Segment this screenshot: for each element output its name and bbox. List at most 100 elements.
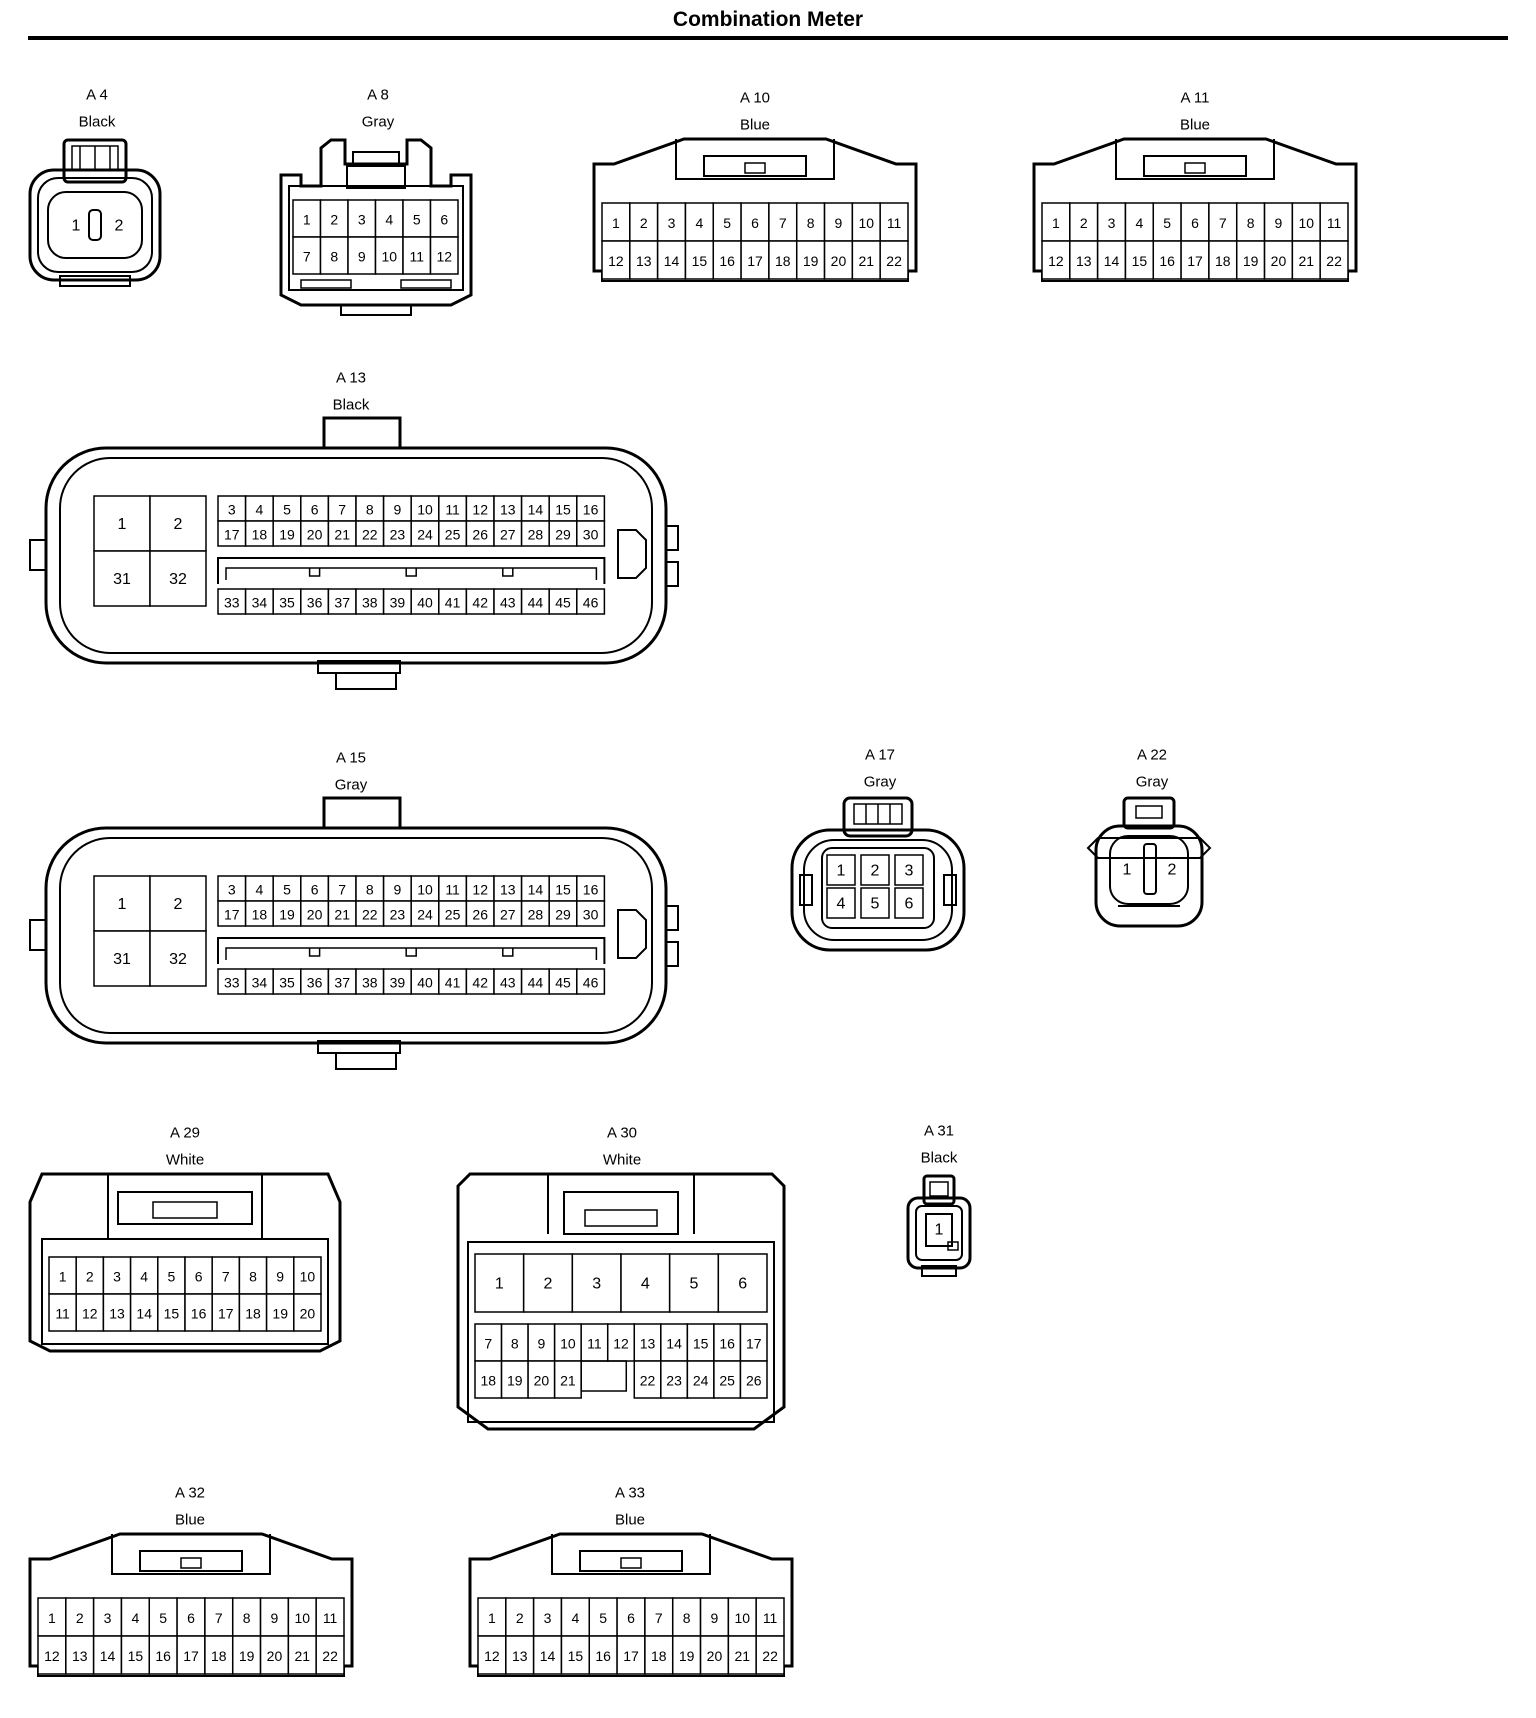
pin-box: [75, 1256, 105, 1295]
pin-label: 7: [338, 502, 346, 518]
pin-cell: 17: [217, 900, 247, 927]
pin-label: 7: [484, 1336, 492, 1352]
outline: [322, 416, 402, 450]
pin-label: 21: [334, 907, 350, 923]
pin-label: 26: [472, 907, 488, 923]
outline: [665, 905, 679, 931]
pin-cell: 22: [315, 1635, 345, 1675]
pin-label: 11: [323, 1610, 338, 1626]
pin-label: 7: [222, 1269, 230, 1285]
pin-label: 6: [905, 896, 914, 913]
outline: [617, 909, 647, 959]
pin-label: 43: [500, 595, 516, 611]
outline: [225, 947, 598, 960]
pin-cell: 16: [712, 240, 742, 280]
pin-cell: 8: [1235, 202, 1266, 242]
pin-cell: 38: [355, 588, 385, 615]
pin-cell: 9: [382, 495, 412, 522]
pin-cell: 10: [727, 1597, 757, 1637]
pin-box: [493, 900, 523, 927]
pin-label: 30: [583, 907, 599, 923]
outline: [180, 1557, 202, 1569]
pin-label: 9: [711, 1610, 719, 1626]
pin-cell: 11: [879, 202, 909, 242]
pin-cell: 14: [520, 495, 550, 522]
pin-label: 42: [472, 595, 488, 611]
pin-label: 30: [583, 527, 599, 543]
pin-label: 31: [113, 571, 131, 588]
pin-box: [713, 1360, 742, 1399]
pin-cell: 43: [493, 968, 523, 995]
pin-cell: 12: [37, 1635, 67, 1675]
connector-color: Blue: [1180, 117, 1210, 134]
pin-cell: 8: [238, 1256, 268, 1295]
pin-cell: 10: [287, 1597, 317, 1637]
pin-label: 18: [252, 907, 268, 923]
pin-label: 2: [1168, 862, 1177, 879]
pin-cell: 6: [717, 1253, 768, 1313]
pin-label: 12: [608, 253, 624, 269]
pin-box: [493, 588, 523, 615]
pin-cell: 8: [319, 236, 349, 275]
pin-cell: 33: [217, 588, 247, 615]
pin-box: [292, 199, 322, 238]
pin-cell: 26: [739, 1360, 768, 1399]
pin-cell: 16: [576, 495, 606, 522]
pin-box: [522, 1253, 574, 1313]
pin-label: 4: [1135, 215, 1143, 231]
pin-cell: 16: [588, 1635, 618, 1675]
pin-cell: 12: [606, 1323, 636, 1362]
pin-cell: 14: [1096, 240, 1127, 280]
pin-cell: 2: [65, 1597, 95, 1637]
pin-cell: 20: [259, 1635, 290, 1675]
pin-label: 6: [195, 1269, 203, 1285]
pin-cell: 21: [287, 1635, 317, 1675]
outline: [335, 1052, 397, 1070]
pin-cell: 10: [1291, 202, 1321, 242]
pin-label: 8: [366, 502, 374, 518]
pin-box: [629, 240, 659, 280]
page-title: Combination Meter: [672, 8, 864, 31]
outline: [308, 948, 321, 957]
pin-label: 3: [104, 1610, 112, 1626]
pin-label: 18: [480, 1373, 496, 1389]
pin-cell: 20: [1263, 240, 1294, 280]
pin-box: [493, 875, 523, 902]
pin-cell: 19: [272, 520, 302, 547]
pin-box: [616, 1635, 646, 1675]
pin-label: 10: [300, 1269, 316, 1285]
pin-cell: 4: [244, 875, 274, 902]
pin-cell: 17: [176, 1635, 206, 1675]
pin-cell: 7: [327, 495, 357, 522]
outline: [405, 948, 417, 957]
pin-label: 11: [1327, 215, 1342, 231]
pin-cell: 9: [823, 202, 854, 242]
pin-label: 18: [651, 1648, 667, 1664]
pin-cell: 42: [465, 968, 495, 995]
outline: [405, 568, 417, 577]
pin-label: 44: [528, 595, 544, 611]
pin-cell: 12: [1041, 240, 1071, 280]
pin-label: 34: [252, 975, 268, 991]
pin-cell: 14: [660, 1323, 689, 1362]
pin-box: [300, 520, 330, 547]
outline: [1086, 837, 1212, 859]
pin-label: 21: [294, 1648, 310, 1664]
pin-box: [244, 900, 274, 927]
pin-box: [727, 1635, 757, 1675]
pin-cell: 33: [217, 968, 247, 995]
pin-label: 12: [484, 1648, 500, 1664]
outline: [1184, 162, 1206, 174]
pin-label: 3: [358, 212, 366, 228]
pin-box: [65, 1635, 95, 1675]
pin-cell: 6: [300, 875, 330, 902]
outline: [1135, 805, 1163, 819]
pin-label: 1: [837, 863, 846, 880]
pin-cell: 22: [755, 1635, 785, 1675]
pin-cell: 14: [129, 1293, 159, 1332]
pin-box: [429, 199, 459, 238]
pin-label: 23: [666, 1373, 682, 1389]
